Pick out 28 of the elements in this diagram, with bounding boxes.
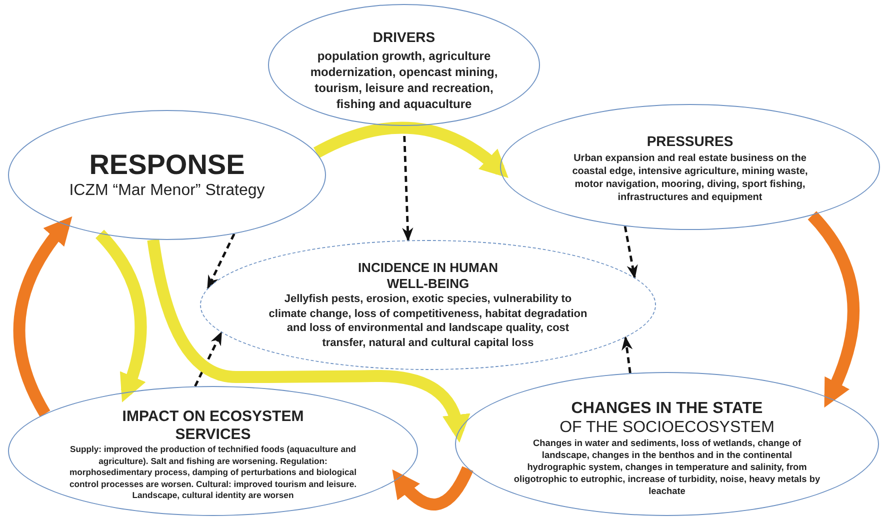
ellipse-node [268,4,540,126]
ellipse-node [8,386,418,516]
heading: IMPACT ON ECOSYSTEM SERVICES [121,408,305,444]
dashed-arrow [622,336,633,374]
heading: DRIVERS [372,28,436,46]
dashed-arrow [194,331,222,387]
cycle-arrow [314,122,509,178]
dashed-arrow [624,226,638,279]
ellipse-node [8,110,326,240]
description: Jellyfish pests, erosion, exotic species, vulnerability to climate change, loss of competitiveness, habitat degradation and loss of environmental and landscape quality, cost transfer, natural and cultural capital loss [268,292,588,350]
cycle-arrow [392,466,474,510]
cycle-arrow [13,216,72,417]
heading: CHANGES IN THE STATE [571,399,763,418]
heading: INCIDENCE IN HUMAN WELL-BEING [356,260,500,292]
dashed-arrow [206,233,236,290]
cycle-arrow [808,211,860,408]
ellipse-node [500,104,880,230]
description: ICZM “Mar Menor” Strategy [69,181,265,201]
description: population growth, agriculture modernization, opencast mining, tourism, leisure and recreation, fishing and aquaculture [309,48,499,112]
subheading: OF THE SOCIOECOSYSTEM [560,418,774,437]
cycle-arrow [95,230,147,403]
description: Supply: improved the production of technified foods (aquaculture and agriculture). Salt and fishing are worsening. Regulation: morphosedimentary process, damping of perturbations and biological control processes are worsen. Cultural: improved tourism and leisure. Landscape, cultural identity are worsen [68,444,358,502]
description: Changes in water and sediments, loss of wetlands, change of landscape, changes in the benthos and in the continental hydrographic system, changes in temperature and salinity, from oligotrophic to eutrophic, increase of turbidity, noise, heavy metals by leachate [512,437,822,497]
dashed-ellipse [200,240,656,370]
heading: PRESSURES [646,132,734,150]
description: Urban expansion and real estate business on the coastal edge, intensive agriculture, mining waste, motor navigation, mooring, diving, sport fishing, infrastructures and equipment [571,152,809,204]
heading: RESPONSE [89,149,245,181]
ellipse-node [455,372,879,516]
